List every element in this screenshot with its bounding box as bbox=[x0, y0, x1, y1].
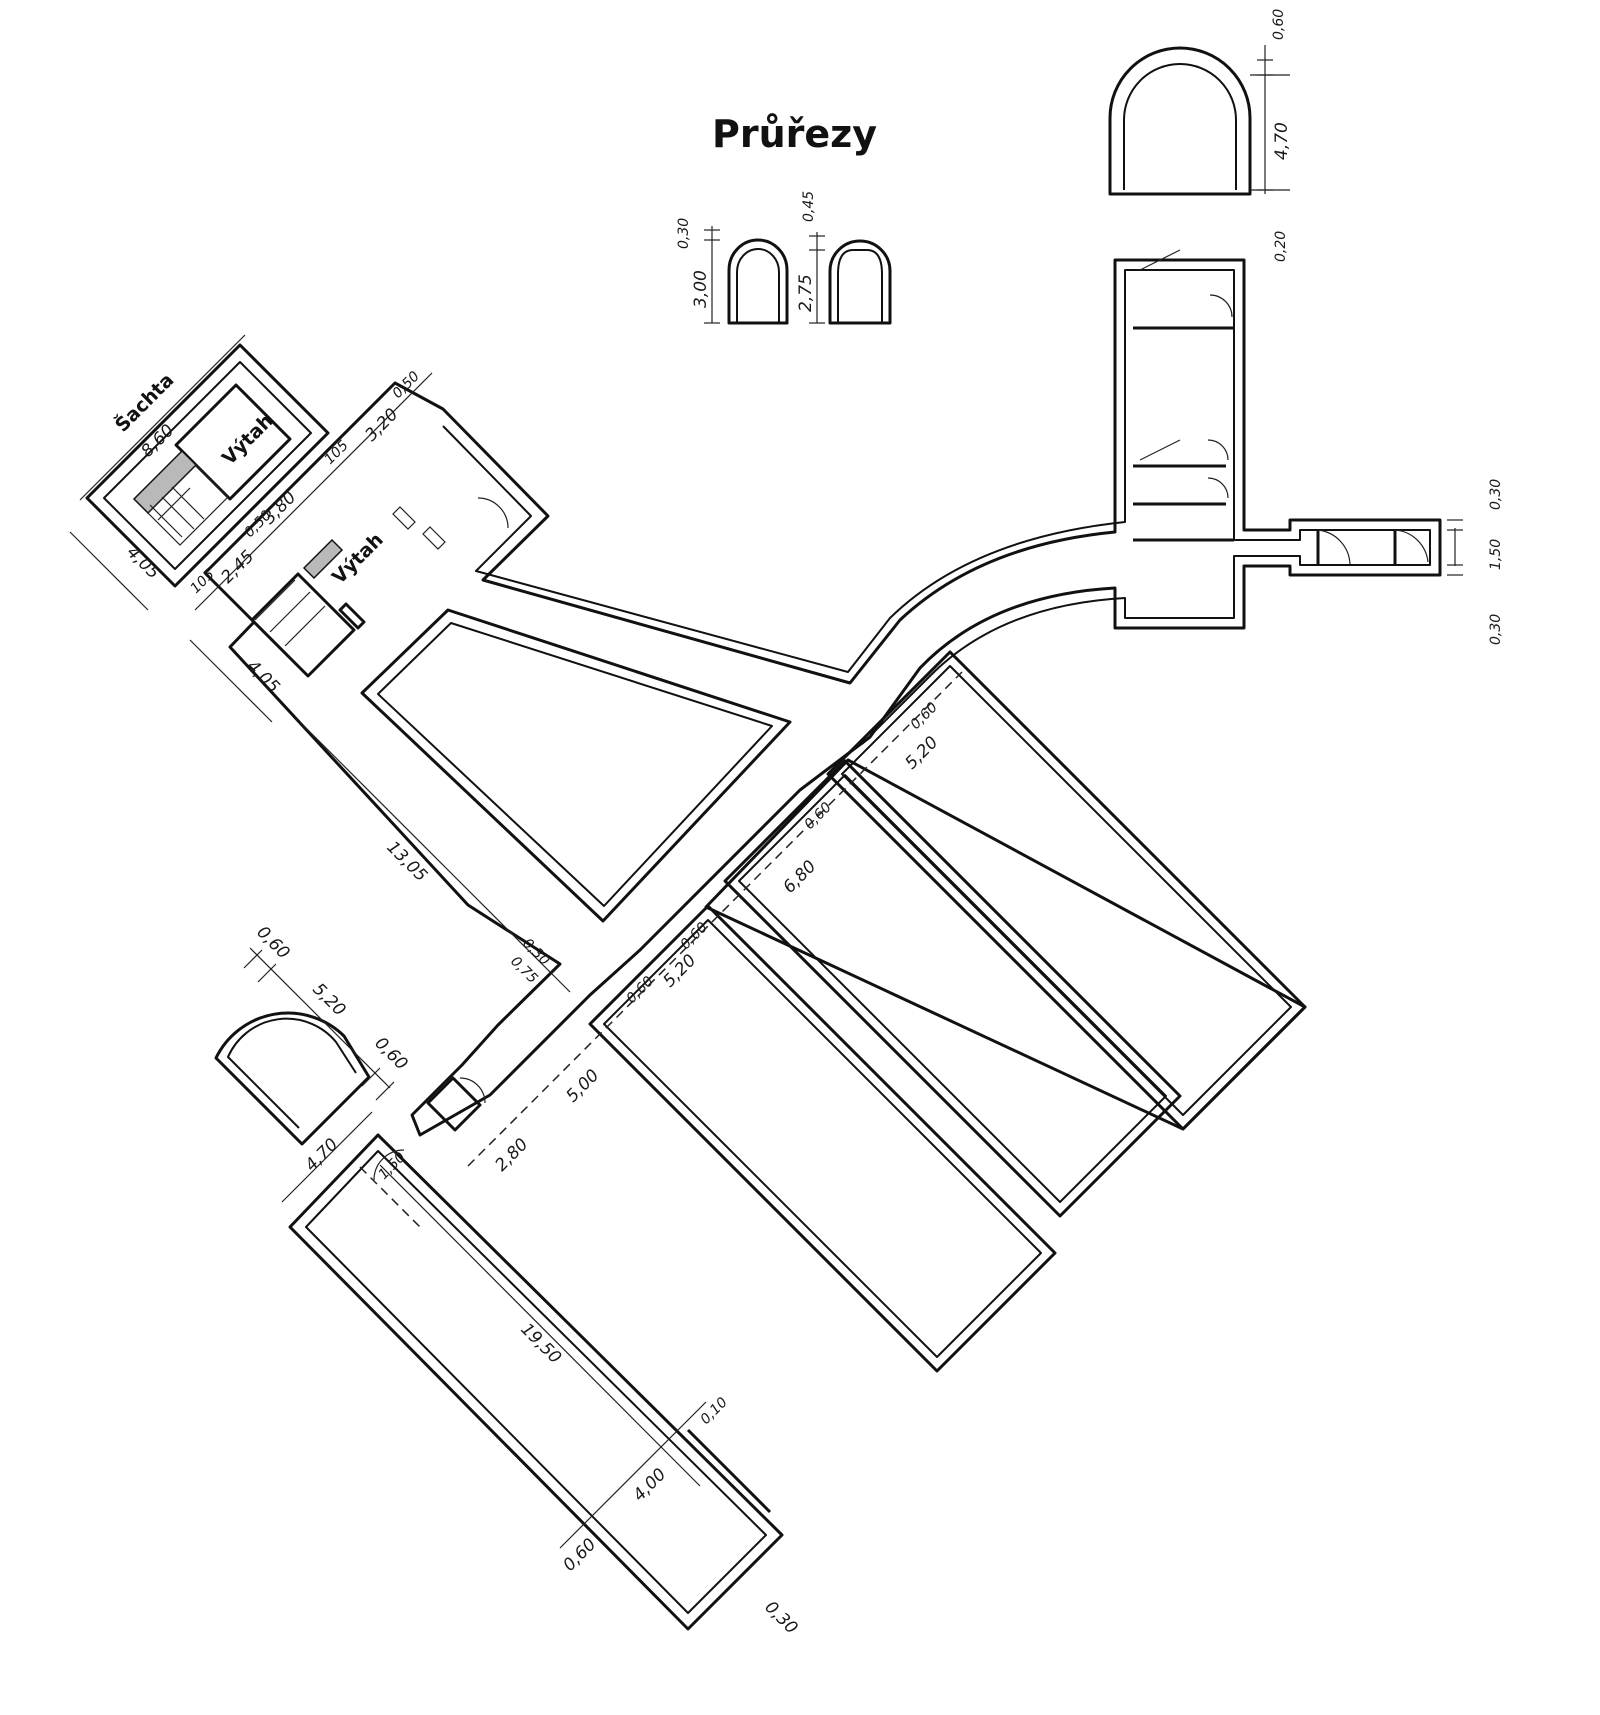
dim-sec3-bottom: 0,20 bbox=[1273, 231, 1289, 262]
dim-sec4-height: 5,20 bbox=[308, 979, 349, 1020]
lift-block: Výtah bbox=[250, 529, 388, 678]
dim-fan-500: 5,00 bbox=[562, 1066, 603, 1107]
dim-corr-r1: 0,30 bbox=[1488, 479, 1504, 510]
dim-corr-r3: 0,30 bbox=[1488, 614, 1504, 645]
dim-fan-520a: 5,20 bbox=[901, 733, 942, 774]
shaft: Šachta Výtah 8,60 4,05 bbox=[69, 334, 330, 611]
dim-fan-680: 6,80 bbox=[779, 857, 820, 898]
cross-section-4: 0,60 5,20 0,60 bbox=[214, 922, 411, 1146]
cross-section-3: 0,60 4,70 0,20 bbox=[1108, 9, 1292, 262]
dim-sec4-bottom: 0,60 bbox=[370, 1033, 411, 1074]
dim-shaft-width: 4,05 bbox=[122, 542, 163, 583]
dim-fan-060d: 0,60 bbox=[624, 973, 657, 1006]
dim-sec1-top: 0,30 bbox=[676, 218, 692, 249]
cross-section-2: 0,45 2,75 bbox=[796, 191, 892, 325]
dim-fan-060c: 0,60 bbox=[678, 919, 711, 952]
dim-row-105b: 105 bbox=[322, 438, 352, 468]
dim-corr-r2: 1,50 bbox=[1488, 539, 1504, 570]
entrance-niche bbox=[426, 1076, 486, 1132]
lift-label: Výtah bbox=[328, 529, 388, 589]
dim-fan-520b: 5,20 bbox=[659, 951, 700, 992]
dim-sec1-height: 3,00 bbox=[691, 270, 711, 308]
service-rooms: 0,30 1,50 0,30 bbox=[1133, 249, 1504, 645]
hall-2 bbox=[704, 758, 1307, 1131]
dim-sec2-height: 2,75 bbox=[796, 274, 816, 312]
hall-second-visible-true bbox=[723, 759, 1182, 1218]
dim-long-400: 4,00 bbox=[629, 1465, 670, 1506]
hall-long bbox=[288, 1133, 784, 1631]
main-corridor bbox=[203, 258, 1442, 1137]
hall-third bbox=[588, 904, 1057, 1373]
page-title: Průřezy bbox=[712, 112, 877, 156]
dim-long-030: 0,30 bbox=[760, 1597, 801, 1638]
dim-sec3-top: 0,60 bbox=[1271, 9, 1287, 40]
dim-long-060: 0,60 bbox=[559, 1535, 600, 1576]
dim-long: 19,50 0,10 4,00 0,60 0,30 bbox=[379, 1164, 801, 1638]
dim-shaft-length: 8,60 bbox=[137, 421, 178, 462]
dim-corr-len: 13,05 bbox=[382, 837, 431, 886]
dim-base-470: 4,70 bbox=[301, 1135, 342, 1176]
cross-section-1: 0,30 3,00 bbox=[676, 218, 789, 325]
dim-sec3-height: 4,70 bbox=[1272, 122, 1292, 160]
dim-lift-width-text: 4,05 bbox=[242, 656, 283, 697]
dim-long-010: 0,10 bbox=[698, 1394, 731, 1427]
dim-fan-280: 2,80 bbox=[491, 1135, 532, 1176]
dim-sec2-top: 0,45 bbox=[801, 191, 817, 222]
dim-base: 4,70 1,50 bbox=[281, 1111, 409, 1203]
